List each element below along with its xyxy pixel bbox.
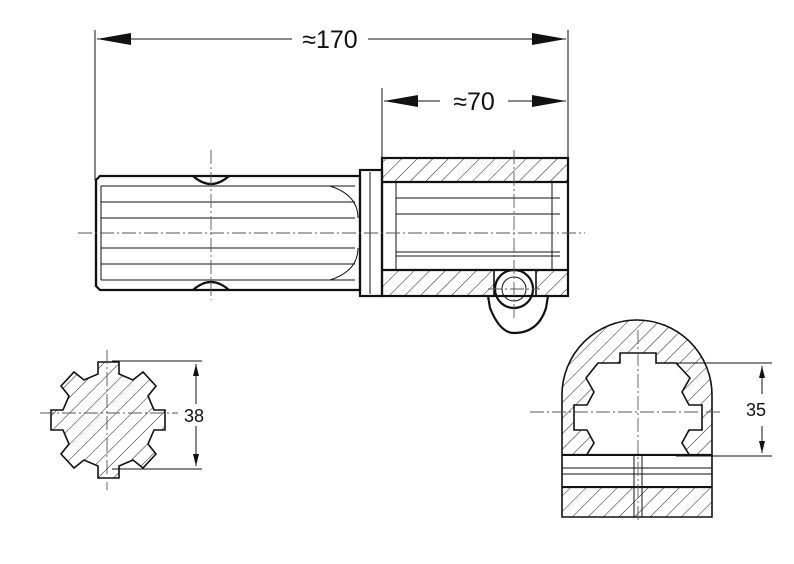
sleeve-length-dimension: ≈70 <box>381 88 566 165</box>
bore-size-dimension: 35 <box>676 362 772 457</box>
shaft-cross-section <box>40 350 178 490</box>
overall-length-dimension: ≈170 <box>94 26 569 180</box>
shaft-diameter-dimension: 38 <box>112 360 204 470</box>
sleeve-length-label: ≈70 <box>453 88 495 116</box>
overall-length-label: ≈170 <box>302 26 357 54</box>
sleeve-cross-section <box>530 319 720 522</box>
sleeve-side-section <box>380 156 570 335</box>
bore-size-label: 35 <box>746 400 766 420</box>
shaft-diameter-label: 38 <box>184 406 204 426</box>
